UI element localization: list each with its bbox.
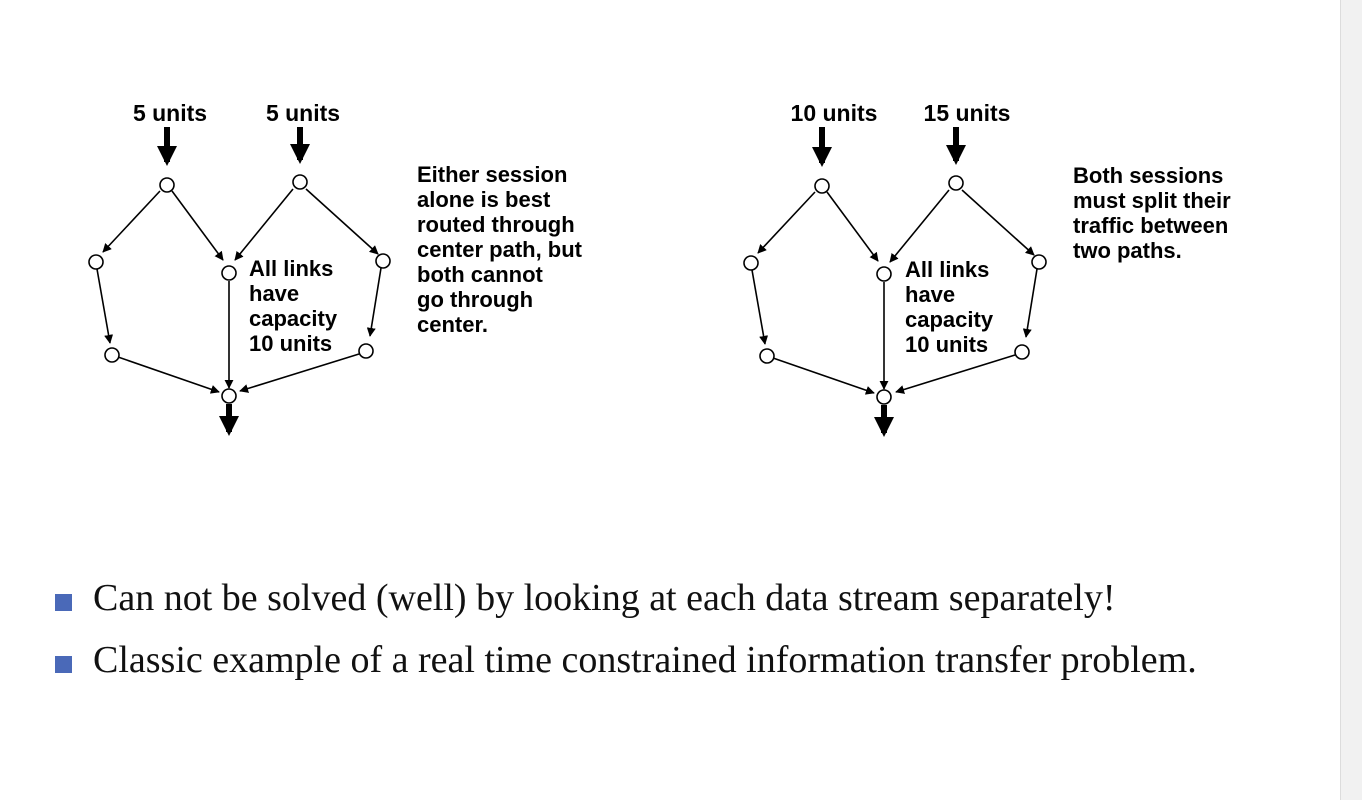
node [221,265,237,281]
svg-text:capacity: capacity [905,307,994,332]
svg-text:both cannot: both cannot [417,262,544,287]
edge [366,267,382,337]
svg-text:traffic between: traffic between [1073,213,1228,238]
svg-text:All links: All links [905,257,989,282]
node [104,347,120,363]
edge [961,189,1035,256]
input-label-1: 5 units [133,100,207,126]
node [1014,344,1030,360]
node [358,343,374,359]
node [876,266,892,282]
svg-text:10 units: 10 units [249,331,332,356]
input-label-1: 10 units [791,100,878,126]
edge [171,190,224,261]
diagram-left: 5 units 5 units All links [88,100,583,436]
edge [1022,268,1038,338]
node [88,254,104,270]
bullet-text: Can not be solved (well) by looking at e… [93,577,1116,619]
edge [772,357,875,395]
input-label-2: 5 units [266,100,340,126]
input-label-2: 15 units [924,100,1011,126]
node [221,388,237,404]
square-bullet-icon [55,656,72,673]
network-diagrams: 5 units 5 units All links [88,100,1231,437]
diagram-note: Either session alone is best routed thro… [417,162,583,337]
diagram-note: Both sessions must split their traffic b… [1073,163,1231,263]
bullet-item: Can not be solved (well) by looking at e… [55,572,1335,624]
node [375,253,391,269]
capacity-label: All links have capacity 10 units [249,256,338,356]
svg-text:All links: All links [249,256,333,281]
vertical-scrollbar[interactable] [1340,0,1362,800]
edge [826,191,879,262]
node [743,255,759,271]
bullet-item: Classic example of a real time constrain… [55,634,1335,686]
edge [96,268,114,344]
edge [889,189,950,263]
edge [102,190,161,253]
svg-text:10 units: 10 units [905,332,988,357]
capacity-label: All links have capacity 10 units [905,257,994,357]
node [1031,254,1047,270]
edge [305,188,379,255]
bullet-list: Can not be solved (well) by looking at e… [55,572,1335,696]
svg-text:have: have [905,282,955,307]
edge [757,191,816,254]
svg-text:capacity: capacity [249,306,338,331]
node [814,178,830,194]
edge [117,356,220,394]
svg-text:Both sessions: Both sessions [1073,163,1223,188]
svg-text:must split their: must split their [1073,188,1231,213]
svg-text:Either session: Either session [417,162,567,187]
svg-text:alone is best: alone is best [417,187,551,212]
svg-text:have: have [249,281,299,306]
node [759,348,775,364]
svg-text:routed through: routed through [417,212,575,237]
node [292,174,308,190]
edge [234,188,294,261]
edge [239,353,360,393]
svg-text:two paths.: two paths. [1073,238,1182,263]
edge [751,269,769,345]
svg-text:center path, but: center path, but [417,237,583,262]
svg-text:go through: go through [417,287,533,312]
svg-text:center.: center. [417,312,488,337]
bullet-text: Classic example of a real time constrain… [93,639,1197,681]
node [159,177,175,193]
node [948,175,964,191]
square-bullet-icon [55,594,72,611]
node [876,389,892,405]
diagram-right: 10 units 15 units All links [743,100,1231,437]
edge [895,354,1016,394]
